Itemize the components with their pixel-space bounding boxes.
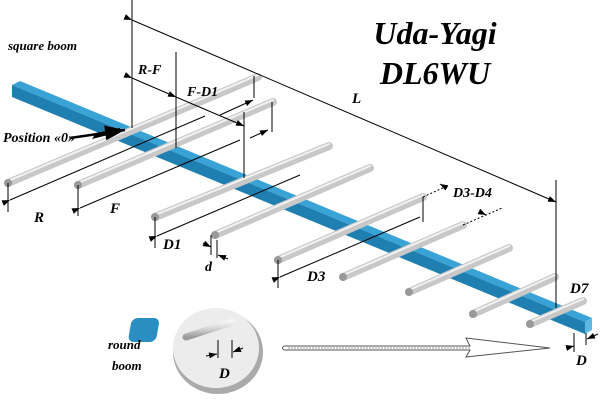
f-d1-label: F-D1 (186, 85, 218, 100)
element-rod-highlight (342, 222, 464, 276)
element-rod-end (339, 273, 347, 281)
element-rod-highlight (277, 194, 424, 259)
element-rod-end (526, 320, 534, 328)
element-rod-director-5 (405, 244, 513, 296)
d7-label: D7 (569, 281, 589, 297)
element-rod-director-7 (526, 297, 587, 328)
boom-side-face (12, 85, 585, 334)
element-rod-director-3 (274, 193, 427, 264)
f-label: F (109, 201, 120, 217)
r-label: R (33, 210, 44, 226)
round-boom-section (128, 318, 159, 342)
element-rod-end (405, 288, 413, 296)
direction-arrow (282, 337, 551, 358)
element-rod-director-6 (469, 273, 559, 318)
element-rod-highlight (408, 245, 510, 291)
element-rod-director-4 (339, 221, 467, 281)
element-rod-end (469, 310, 477, 318)
d-element-diameter-label: d (205, 260, 213, 275)
element-rod-highlight (472, 274, 556, 313)
boom-end-face (585, 318, 592, 334)
d3-d4-label: D3-D4 (452, 186, 492, 201)
r-f-label: R-F (137, 63, 162, 78)
l-label: L (351, 91, 361, 107)
d1-label: D1 (162, 237, 181, 253)
round-boom-label-line2: boom (112, 358, 142, 373)
position-zero-label: Position «0» (3, 131, 75, 146)
round-boom-inset (128, 308, 263, 394)
boom-diameter-label: D (575, 353, 587, 369)
element-rod-highlight (529, 298, 584, 323)
element-rod-end (211, 231, 219, 239)
round-boom-diameter-label: D (218, 366, 230, 382)
title-line2: DL6WU (379, 55, 492, 91)
square-boom-label: square boom (7, 38, 77, 53)
dimension-lines (1, 0, 599, 352)
round-boom-label-line1: round (108, 337, 141, 352)
title-line1: Uda-Yagi (373, 15, 496, 51)
d3-label: D3 (306, 269, 326, 285)
